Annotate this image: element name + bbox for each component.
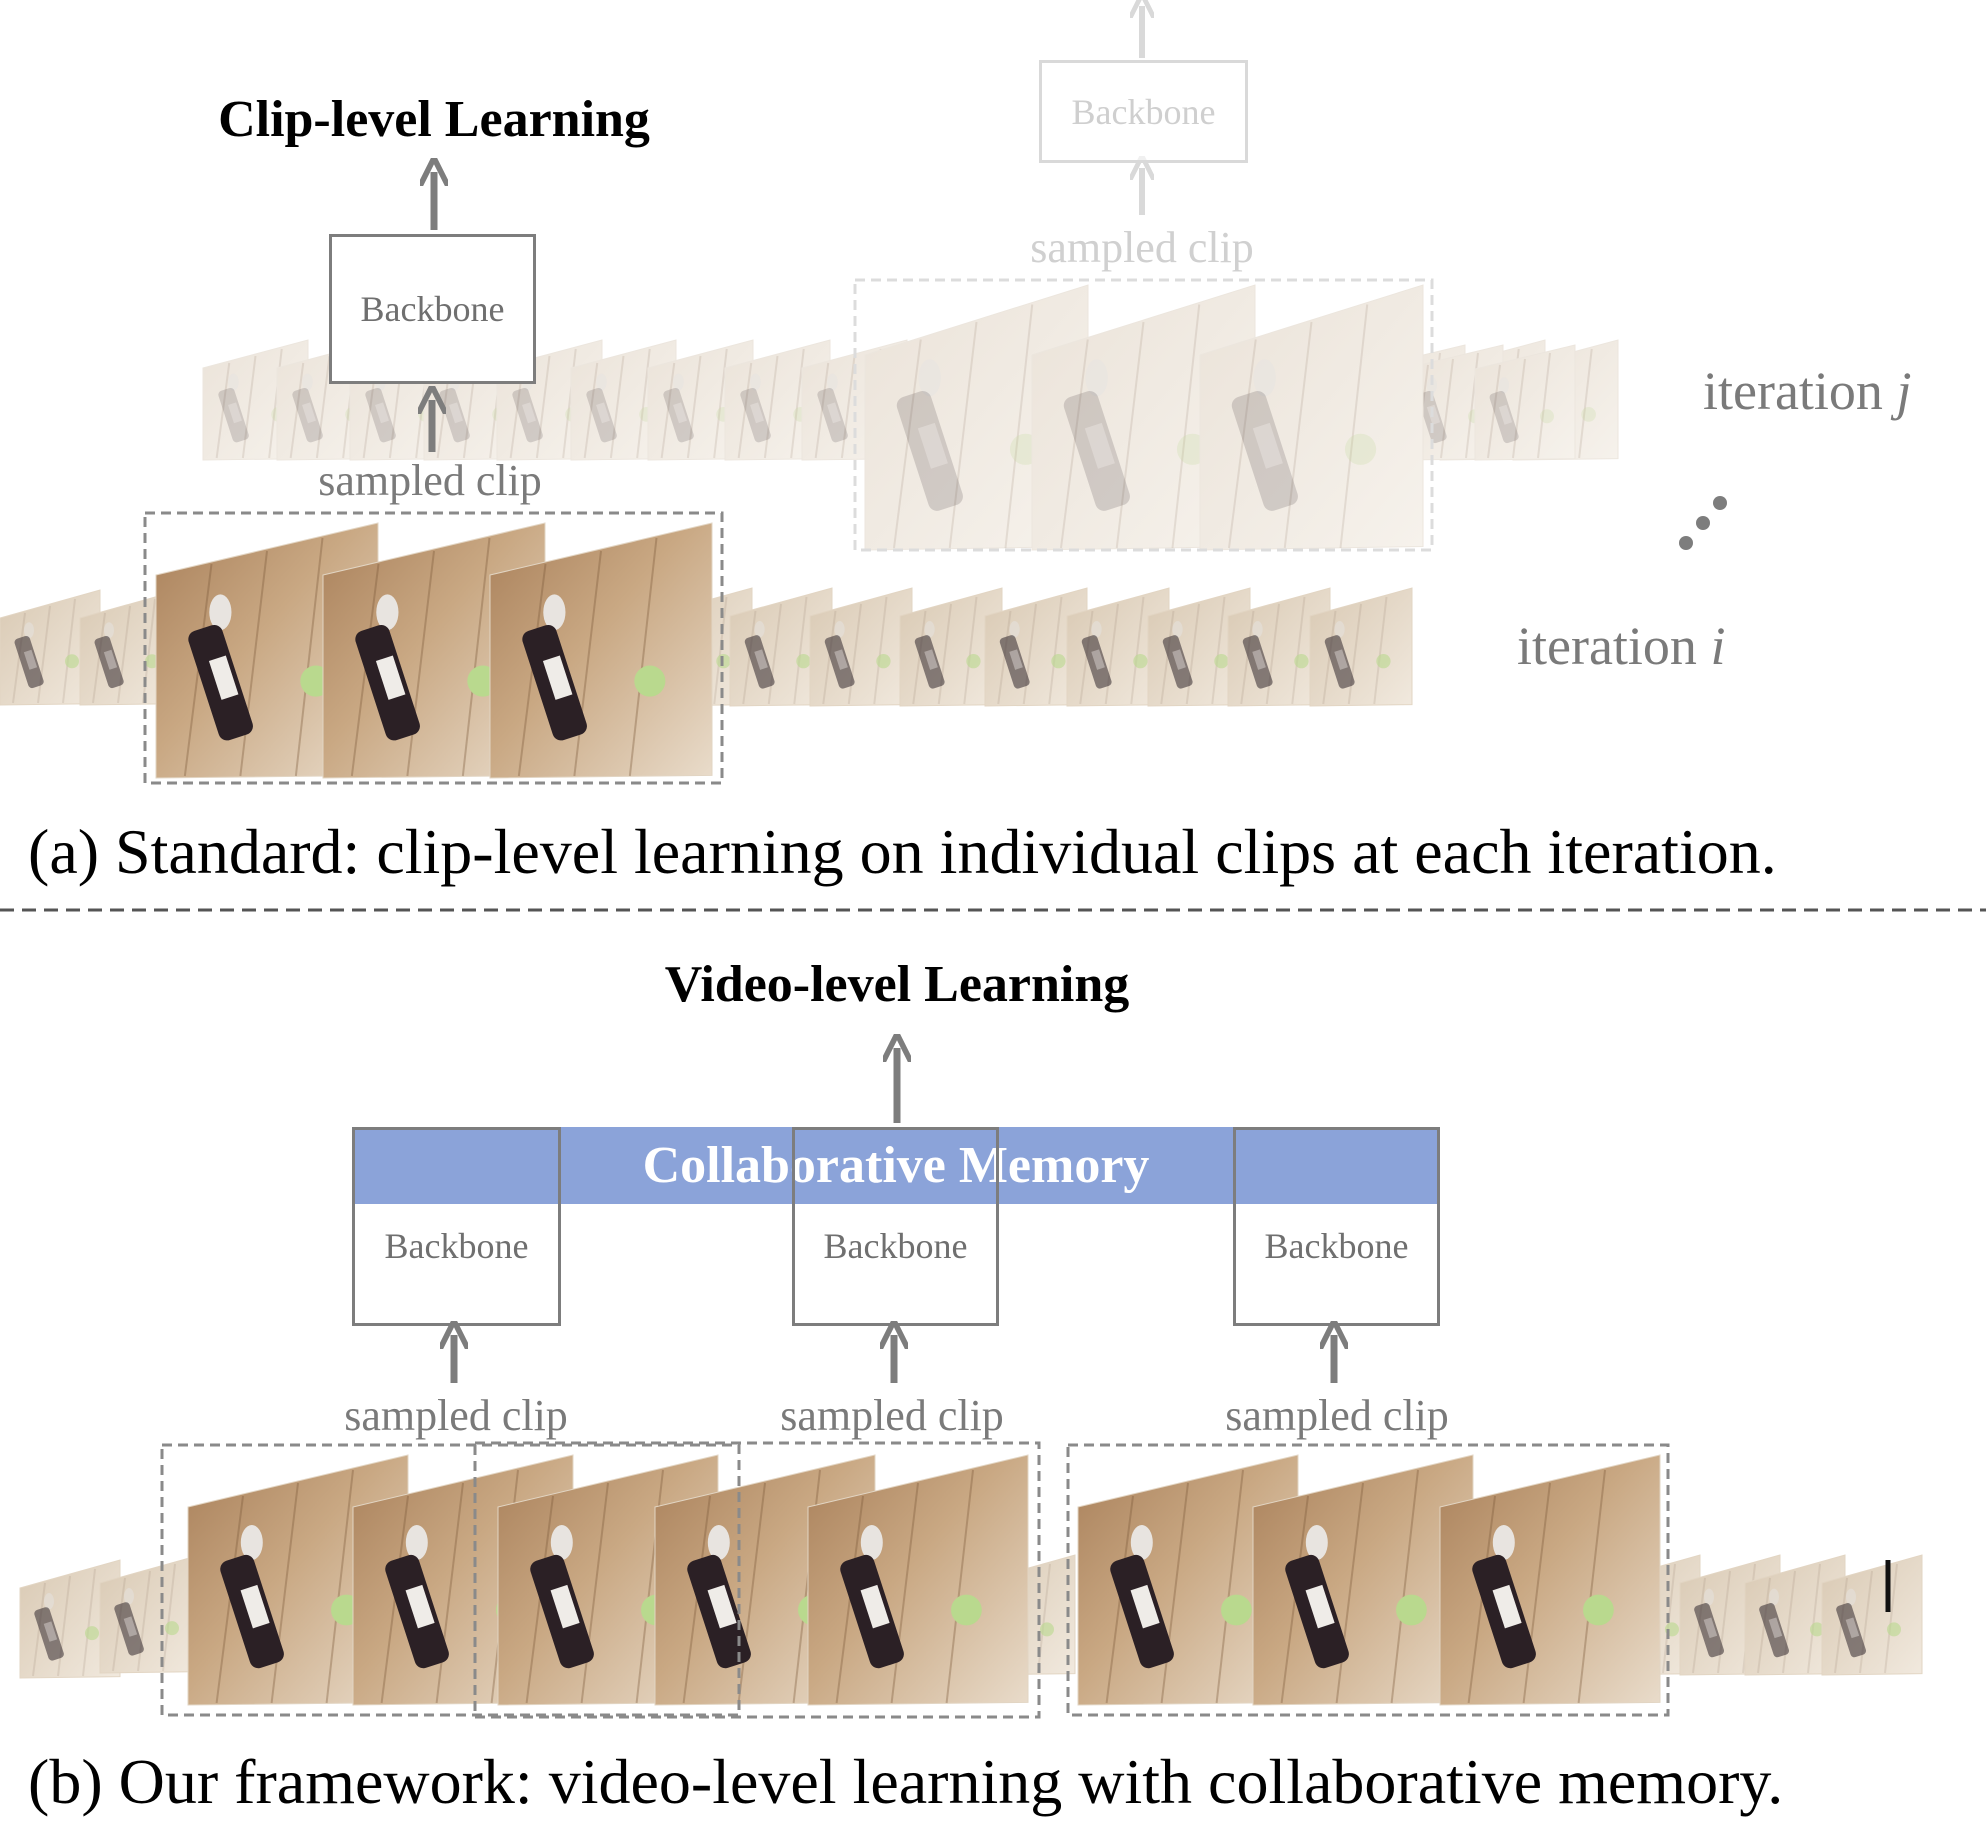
caption-a: (a) Standard: clip-level learning on ind…: [28, 816, 1777, 887]
ghost-frame-large: [1031, 284, 1256, 551]
clip-box-3: [1066, 1443, 1670, 1717]
connectors: [0, 172, 1986, 1612]
iteration-i-label: iteration i: [1517, 616, 1726, 676]
ellipsis-dot: [1713, 496, 1727, 510]
backbone-box-1: Backbone: [352, 1127, 561, 1326]
frame-small: [0, 589, 101, 706]
video-level-learning-title: Video-level Learning: [664, 956, 1130, 1013]
clip-level-learning-title: Clip-level Learning: [218, 91, 650, 148]
frame-large: [1252, 1454, 1474, 1706]
frame-large: [1439, 1454, 1661, 1706]
sampled-clip-frames: [143, 511, 1670, 1719]
ghost-frame-small: [1474, 344, 1576, 461]
frame-large: [489, 522, 713, 779]
ghost-frame-large: [864, 284, 1089, 551]
backbone-box-3: Backbone: [1233, 1127, 1440, 1326]
ellipsis-dot: [1696, 516, 1710, 530]
clip-box-2: [473, 1441, 1041, 1719]
frame-small: [79, 589, 181, 706]
frame-small: [19, 1559, 121, 1679]
backbone-box-2: Backbone: [792, 1127, 999, 1326]
backbone-box: Backbone: [329, 234, 536, 384]
caption-b: (b) Our framework: video-level learning …: [28, 1746, 1784, 1817]
background-frames: [0, 587, 1923, 1679]
sampled-clip-label-1: sampled clip: [344, 1391, 568, 1440]
frame-large: [1077, 1454, 1299, 1706]
frame-small: [1309, 587, 1413, 707]
frame-small: [809, 587, 913, 707]
collaborative-memory-bar: Collaborative Memory: [352, 1127, 1440, 1204]
frame-small: [99, 1554, 201, 1674]
frame-small: [1744, 1554, 1846, 1676]
ghost-frame-large: [1199, 284, 1424, 551]
frame-small: [729, 587, 833, 707]
frame-small: [1066, 587, 1170, 707]
faint-backbone-box: Backbone: [1039, 60, 1248, 163]
sampled-clip-label-3: sampled clip: [1225, 1391, 1449, 1440]
sampled-clip-label-2: sampled clip: [780, 1391, 1004, 1440]
iteration-j-label: iteration j: [1703, 361, 1912, 421]
frame-small: [1821, 1554, 1923, 1676]
frame-small: [984, 587, 1088, 707]
faint-sampled-clip-label: sampled clip: [1030, 223, 1254, 272]
clip-box-1: [160, 1443, 741, 1717]
frame-small: [1227, 587, 1331, 707]
ellipsis-dot: [1679, 536, 1693, 550]
sampled-clip-label: sampled clip: [318, 456, 542, 505]
frame-large: [807, 1454, 1029, 1706]
